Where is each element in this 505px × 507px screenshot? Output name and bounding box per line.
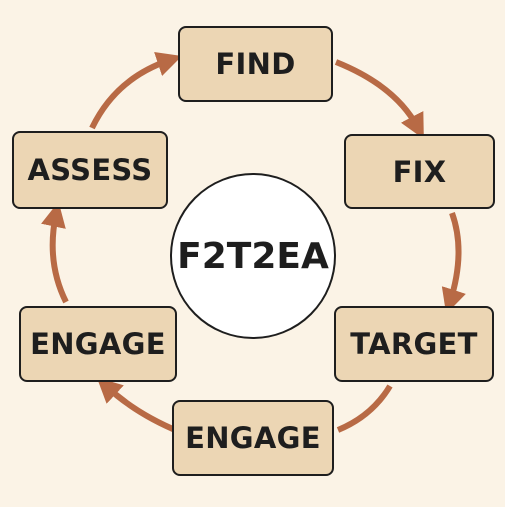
node-find: FIND <box>178 26 333 102</box>
arrow-find-to-fix <box>334 59 424 140</box>
node-target: TARGET <box>334 306 494 382</box>
node-engage-left: ENGAGE <box>19 306 177 382</box>
arrow-engage-to-engage <box>96 377 182 435</box>
node-engage-bottom: ENGAGE <box>172 400 334 476</box>
center-circle-label: F2T2EA <box>170 173 336 339</box>
arrow-target-to-engage <box>336 384 393 433</box>
node-assess: ASSESS <box>12 131 168 209</box>
arrow-assess-to-find <box>89 52 182 130</box>
node-fix: FIX <box>344 134 495 209</box>
arrow-engage-to-assess <box>41 201 69 304</box>
arrow-fix-to-target <box>441 211 466 315</box>
